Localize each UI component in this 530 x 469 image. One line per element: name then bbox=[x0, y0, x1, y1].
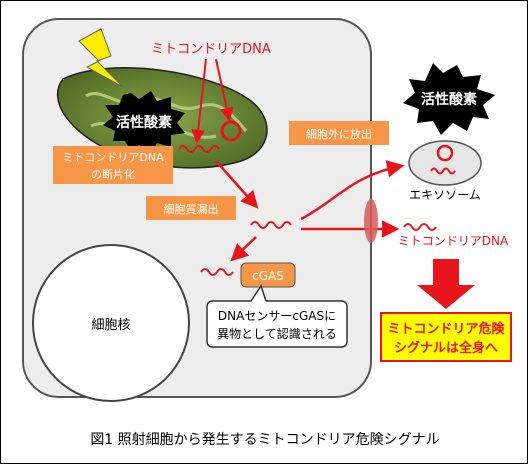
leak-label-box bbox=[146, 196, 236, 220]
lightning-bolt-icon bbox=[78, 28, 124, 88]
release-label-box bbox=[289, 121, 389, 145]
leak-arrow bbox=[215, 160, 259, 209]
figure-caption: 図1 照射細胞から発生するミトコンドリア危険シグナル bbox=[90, 432, 439, 448]
mtdna-title: ミトコンドリアDNA bbox=[151, 42, 271, 57]
fragment-label-box bbox=[53, 146, 173, 184]
mtdna-fragment-3 bbox=[200, 268, 234, 276]
nucleus-label: 細胞核 bbox=[91, 318, 130, 333]
ros-left-label: 活性酸素 bbox=[116, 114, 172, 131]
nucleus bbox=[32, 244, 190, 402]
danger-line1: ミトコンドリア危険 bbox=[387, 321, 505, 337]
free-mtdna-label: ミトコンドリアDNA bbox=[398, 234, 509, 248]
cgas-arrow bbox=[230, 236, 257, 262]
fragment-line1: ミトコンドリアDNA bbox=[62, 151, 164, 164]
exosome bbox=[408, 140, 482, 186]
mtdna-fragment-2 bbox=[250, 221, 292, 229]
mtdna-fragment-1 bbox=[178, 145, 220, 153]
mtdna-arrow-1 bbox=[191, 58, 207, 144]
release-label: 細胞外に放出 bbox=[306, 127, 372, 141]
sensor-callout bbox=[206, 284, 348, 348]
burst-icon-right bbox=[403, 63, 495, 135]
cgas-label: cGAS bbox=[252, 269, 284, 283]
danger-box bbox=[380, 312, 512, 362]
exosome-mtdna bbox=[436, 144, 454, 162]
down-arrow-icon bbox=[417, 259, 475, 309]
sensor-line2: 異物として認識される bbox=[217, 326, 337, 341]
circular-mtdna bbox=[220, 120, 242, 142]
membrane-channel bbox=[364, 199, 378, 243]
free-mtdna-fragment bbox=[403, 223, 437, 231]
burst-icon bbox=[103, 91, 185, 153]
fragment-line2: の断片化 bbox=[91, 167, 135, 181]
ros-right-label: 活性酸素 bbox=[421, 91, 477, 108]
leak-label: 細胞質漏出 bbox=[164, 202, 219, 216]
exosome-arrow bbox=[300, 160, 405, 221]
exosome-label: エキソソーム bbox=[409, 188, 481, 202]
danger-line2: シグナルは全身へ bbox=[394, 340, 498, 356]
sensor-line1: DNAセンサーcGASに bbox=[218, 309, 336, 323]
exosome-fragment bbox=[430, 167, 456, 175]
cgas-box bbox=[240, 262, 296, 288]
mtdna-arrow-2 bbox=[215, 58, 234, 122]
